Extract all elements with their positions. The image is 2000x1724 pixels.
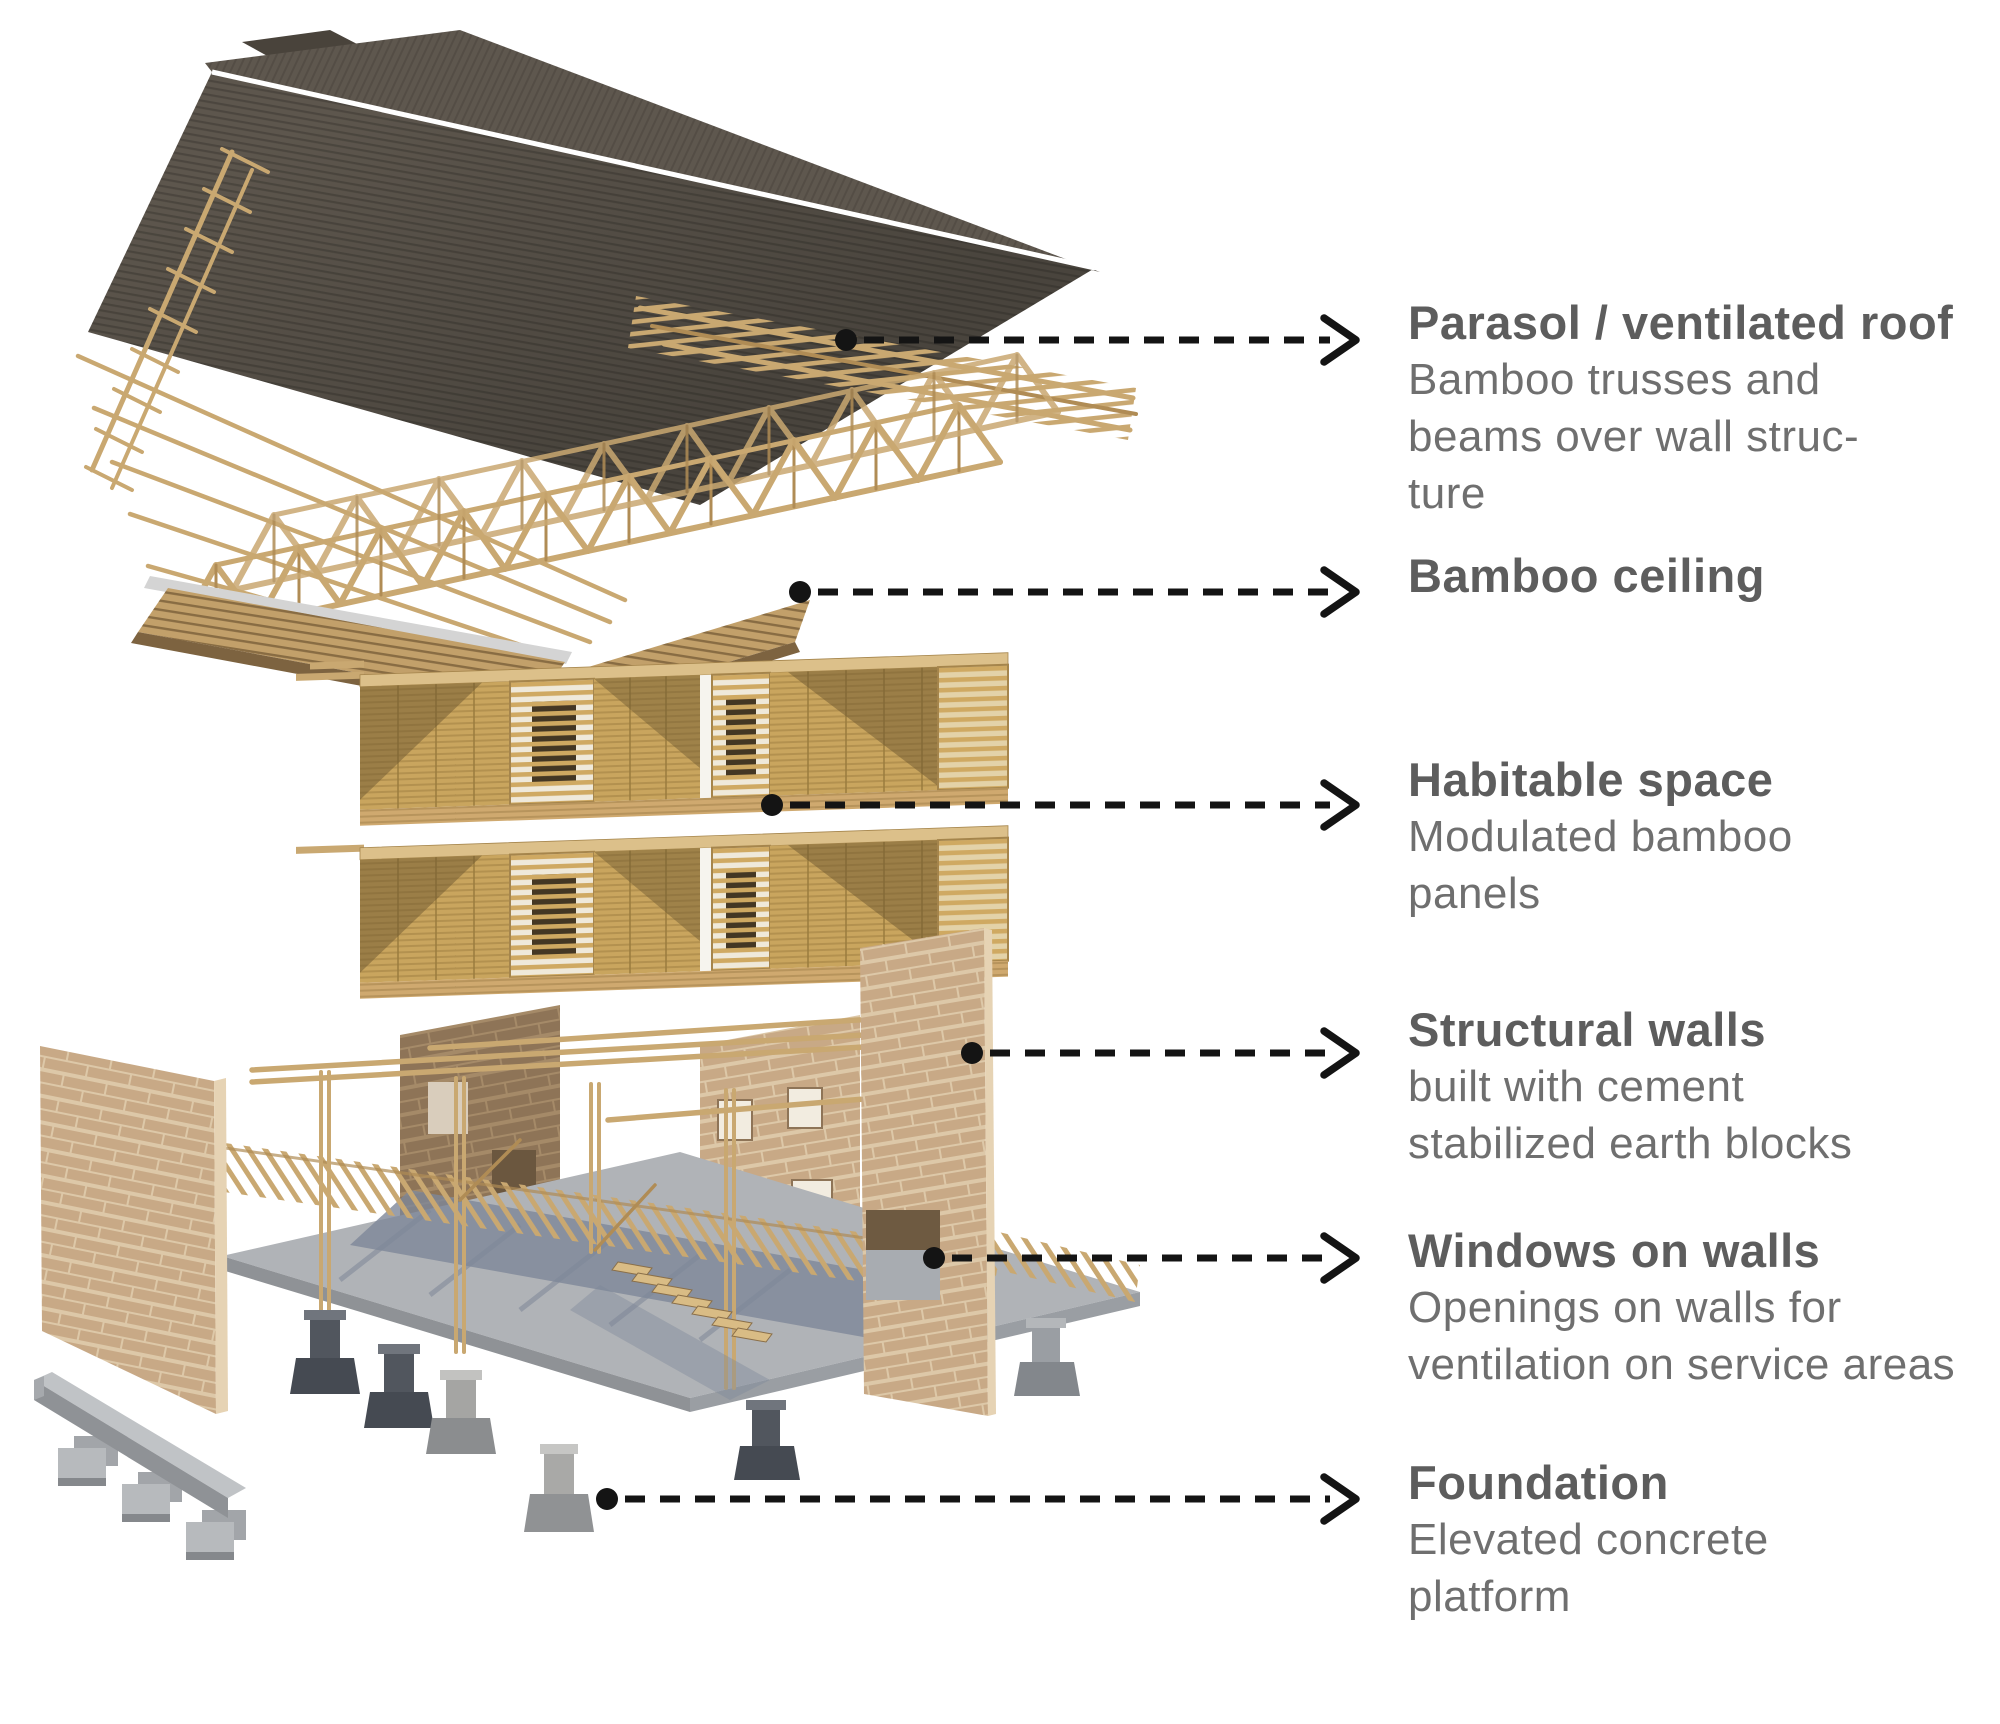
- habitable-space-layer: [296, 652, 1010, 999]
- left-brick-wall: [40, 1046, 228, 1414]
- label-windows-on-walls: Windows on walls Openings on walls for v…: [1408, 1222, 2000, 1393]
- pier-dark: [734, 1400, 800, 1480]
- bamboo-trusses: [172, 355, 1058, 643]
- pier-dark: [290, 1310, 360, 1394]
- pier-dark: [364, 1344, 434, 1428]
- label-body: Modulated bamboo panels: [1408, 812, 1793, 918]
- pier-light: [524, 1444, 594, 1532]
- label-title: Structural walls: [1408, 1003, 1766, 1056]
- arrow-dot-bamboo-ceiling: [789, 581, 811, 603]
- label-parasol-roof: Parasol / ventilated roof Bamboo trusses…: [1408, 294, 2000, 522]
- arrow-head-windows-on-walls: [1320, 1232, 1360, 1284]
- arrow-dot-foundation: [596, 1488, 618, 1510]
- pier-light: [426, 1370, 496, 1454]
- pier-gray: [1014, 1318, 1080, 1396]
- arrow-dot-habitable-space: [761, 794, 783, 816]
- foundation-piers: [290, 1310, 1080, 1532]
- roof-ridge-highlight: [211, 69, 1096, 271]
- label-title: Windows on walls: [1408, 1224, 1821, 1277]
- wall-opening: [866, 1210, 940, 1250]
- footing-block: [58, 1436, 118, 1486]
- footing-block: [122, 1472, 182, 1522]
- label-body: Elevated concrete platform: [1408, 1515, 1769, 1621]
- label-body: Bamboo trusses and beams over wall struc…: [1408, 355, 1860, 518]
- bamboo-stairs: [570, 1261, 773, 1400]
- label-body: built with cement stabilized earth block…: [1408, 1062, 1853, 1168]
- label-foundation: Foundation Elevated concrete platform: [1408, 1454, 2000, 1625]
- arrow-head-bamboo-ceiling: [1320, 566, 1360, 618]
- arrow-dot-parasol-roof: [835, 329, 857, 351]
- bamboo-floor-joists: [217, 1143, 1000, 1300]
- arrow-head-habitable-space: [1320, 779, 1360, 831]
- label-title: Habitable space: [1408, 753, 1774, 806]
- arrow-dot-structural-walls: [961, 1042, 983, 1064]
- arrow-head-structural-walls: [1320, 1027, 1360, 1079]
- label-body: Openings on walls for ventilation on ser…: [1408, 1283, 1956, 1389]
- label-bamboo-ceiling: Bamboo ceiling: [1408, 547, 2000, 604]
- right-brick-wall: [860, 928, 996, 1416]
- footing-block: [186, 1510, 246, 1560]
- arrow-dot-windows-on-walls: [923, 1247, 945, 1269]
- leader-arrows: [596, 314, 1360, 1525]
- arrow-head-foundation: [1320, 1473, 1360, 1525]
- foundation-beam: [34, 1372, 246, 1560]
- label-title: Bamboo ceiling: [1408, 549, 1765, 602]
- structural-walls-layer: [34, 928, 1140, 1560]
- parasol-roof-layer: [88, 30, 1100, 505]
- label-habitable-space: Habitable space Modulated bamboo panels: [1408, 751, 2000, 922]
- label-title: Parasol / ventilated roof: [1408, 296, 1954, 349]
- arrow-head-parasol-roof: [1320, 314, 1360, 366]
- label-title: Foundation: [1408, 1456, 1669, 1509]
- label-structural-walls: Structural walls built with cement stabi…: [1408, 1001, 2000, 1172]
